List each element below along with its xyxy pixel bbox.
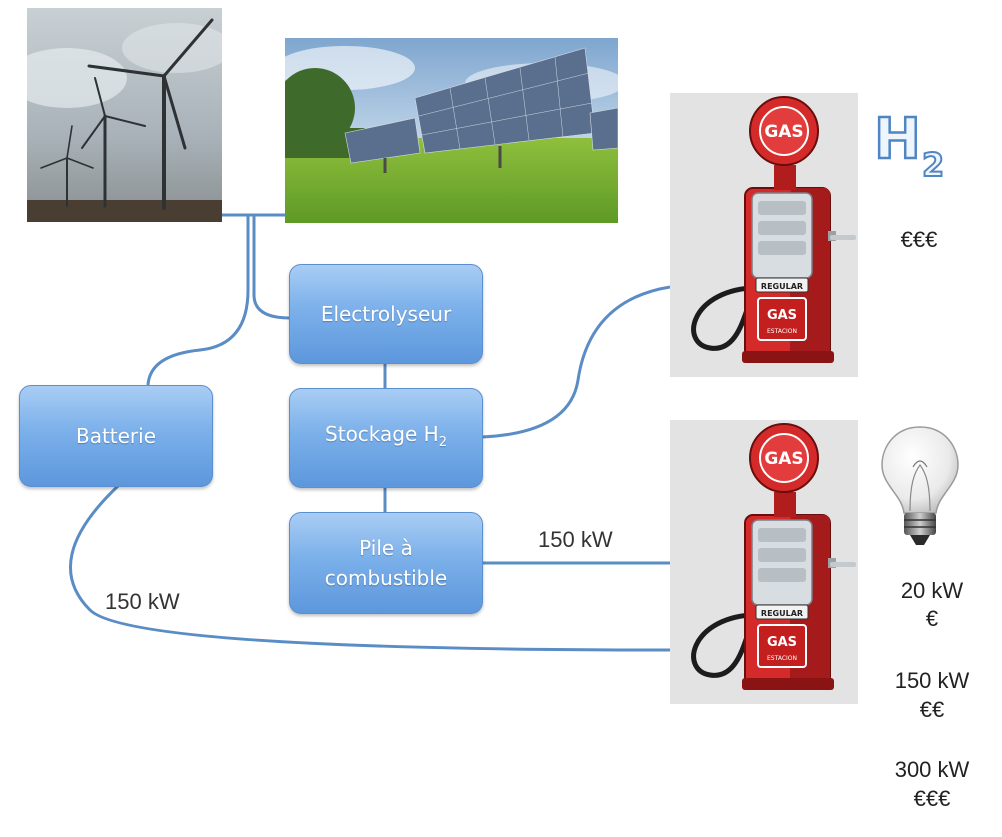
- electric-pump-icon: REGULAR GAS ESTACION GAS: [691, 423, 856, 690]
- solar-panels-photo: [285, 38, 618, 223]
- electric-pump-panel: REGULAR GAS ESTACION GAS: [670, 420, 858, 704]
- hydrogen-storage-label: Stockage H2: [325, 421, 447, 450]
- hydrogen-pump-icon: REGULAR GAS ESTACION GAS: [691, 96, 856, 363]
- tier-300kw-power: 300 kW: [894, 757, 970, 782]
- svg-text:2: 2: [922, 146, 944, 184]
- hydrogen-storage-box: Stockage H2: [289, 388, 483, 488]
- bus-to-electrolyser-line: [252, 215, 291, 320]
- electrolyser-label: Electrolyseur: [320, 302, 452, 326]
- tier-20kw-price: €: [925, 606, 939, 631]
- tier-150kw-price: €€: [919, 697, 945, 722]
- h2-symbol-icon: H 2: [873, 106, 946, 185]
- h2-price: €€€: [900, 227, 938, 252]
- hydrogen-pump-panel: REGULAR GAS ESTACION GAS: [670, 93, 858, 377]
- svg-text:GAS: GAS: [764, 449, 803, 469]
- fuel-cell-box: Pile à combustible: [289, 512, 483, 614]
- svg-text:H: H: [874, 107, 921, 172]
- svg-text:GAS: GAS: [767, 308, 797, 323]
- battery-to-electric-pump-line: [68, 484, 671, 652]
- tier-20kw-power: 20 kW: [900, 578, 964, 603]
- storage-to-h2-pump-line: [481, 285, 671, 439]
- svg-text:GAS: GAS: [767, 635, 797, 650]
- bus-to-battery-line: [146, 215, 250, 386]
- battery-label: Batterie: [75, 424, 157, 448]
- svg-text:ESTACION: ESTACION: [767, 328, 797, 335]
- fuel-cell-power-label: 150 kW: [538, 527, 613, 552]
- light-bulb-icon: [881, 426, 959, 545]
- svg-text:ESTACION: ESTACION: [767, 655, 797, 662]
- wind-turbines-photo: [27, 8, 222, 222]
- tier-300kw-price: €€€: [913, 786, 951, 811]
- fuel-cell-label: Pile à combustible: [324, 536, 448, 590]
- electrolyser-box: Electrolyseur: [289, 264, 483, 364]
- tier-150kw-power: 150 kW: [894, 668, 970, 693]
- svg-text:REGULAR: REGULAR: [761, 609, 803, 618]
- svg-text:REGULAR: REGULAR: [761, 282, 803, 291]
- battery-box: Batterie: [19, 385, 213, 487]
- svg-text:GAS: GAS: [764, 122, 803, 142]
- battery-power-label: 150 kW: [105, 589, 180, 614]
